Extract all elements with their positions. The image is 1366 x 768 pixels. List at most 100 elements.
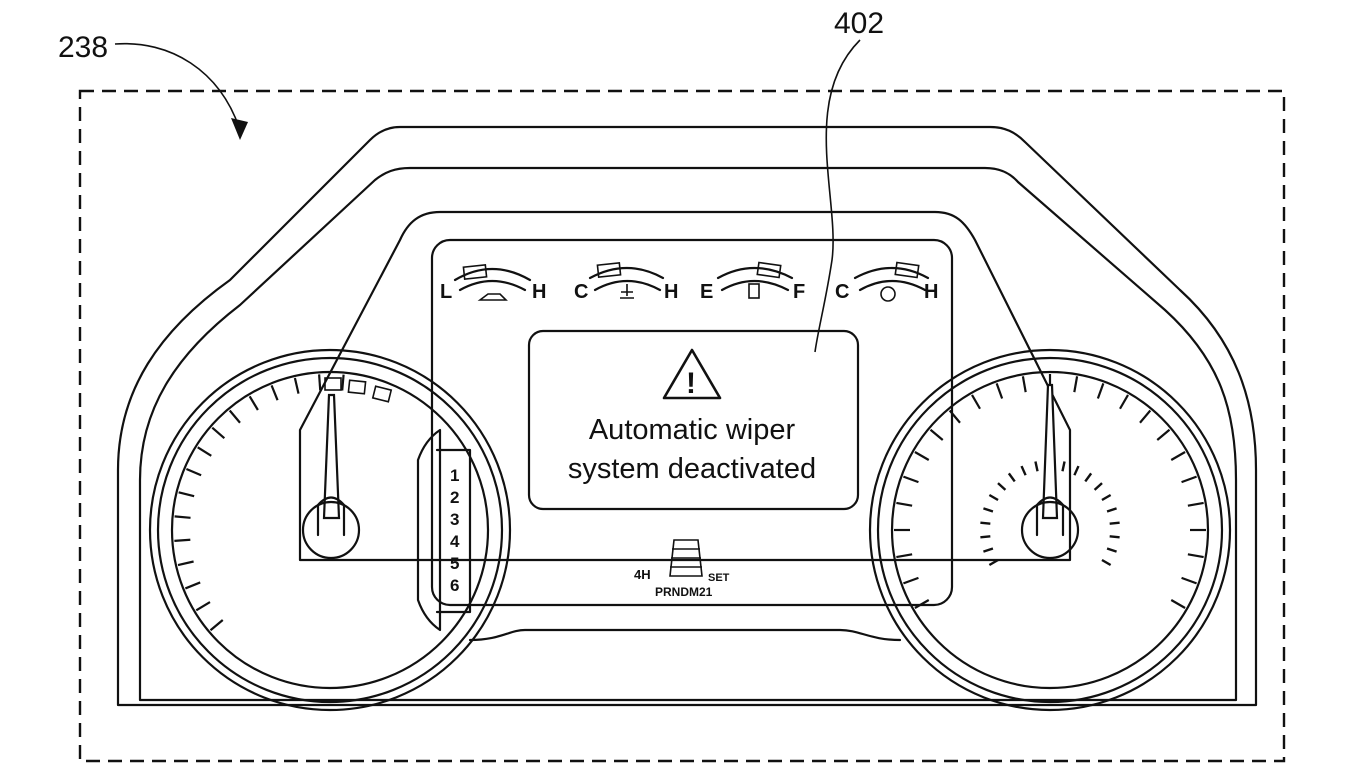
tick-mark (1106, 507, 1117, 513)
oil-can-icon (477, 293, 508, 301)
tick-mark (983, 547, 994, 553)
tick-mark (1156, 428, 1171, 441)
dashed-boundary (78, 89, 1286, 763)
tick-mark (948, 409, 961, 424)
tick-mark (980, 535, 991, 539)
ref-arrowhead-238 (231, 118, 248, 140)
tick-mark (1061, 461, 1066, 472)
cluster-housing-inner (138, 166, 1238, 702)
tick-mark (914, 451, 930, 461)
ref-label-238: 238 (58, 31, 108, 64)
transmission-indicator: 4H SET PRNDM21 (634, 539, 730, 599)
small-gauge-coolant: C H (574, 262, 678, 303)
left-gauge-indicator-2 (347, 379, 367, 395)
ref-leader-402 (814, 39, 861, 353)
small-gauge-fuel: E F (700, 261, 805, 303)
tick-mark (1007, 472, 1016, 483)
fuel-gauge-left-label: E (700, 281, 713, 303)
tick-mark (248, 395, 259, 411)
tick-mark (1084, 472, 1093, 483)
tick-mark (1170, 451, 1186, 461)
message-box (527, 329, 860, 511)
tick-mark (195, 601, 211, 612)
tick-mark (929, 428, 944, 441)
tick-mark (178, 491, 195, 498)
warning-triangle-icon: ! (662, 348, 722, 400)
tick-mark (896, 553, 913, 559)
coolant-gauge-right-label: H (664, 281, 678, 303)
svg-text:!: ! (686, 367, 696, 400)
fuel-pump-icon (748, 283, 760, 299)
gear-number: 6 (450, 576, 459, 595)
tick-mark (1187, 501, 1204, 507)
tick-mark (1109, 521, 1120, 525)
tick-mark (1170, 599, 1186, 609)
left-gauge-ticks (174, 374, 345, 632)
left-gauge-tachometer (148, 348, 512, 712)
ref-arrow-238 (114, 42, 241, 131)
tick-mark (174, 538, 191, 542)
center-display-screen (430, 238, 954, 607)
tick-mark (1119, 394, 1129, 410)
tick-mark (1096, 383, 1105, 399)
tick-mark (1073, 465, 1080, 476)
tick-mark (185, 468, 202, 477)
tick-mark (903, 576, 919, 585)
right-gauge-needle (1041, 383, 1059, 520)
gear-column (416, 428, 442, 632)
tick-mark (1181, 576, 1197, 585)
coolant-temp-icon (620, 284, 634, 299)
tick-mark (988, 493, 999, 502)
tick-mark (983, 507, 994, 513)
tick-mark (184, 581, 201, 590)
tick-mark (1109, 535, 1120, 539)
fuel-gauge-right-label: F (793, 281, 805, 303)
tick-mark (1187, 553, 1204, 559)
gear-numbers: 1 2 3 4 5 6 (450, 466, 460, 595)
display-bezel (298, 210, 1072, 562)
ref-label-402: 402 (834, 7, 884, 40)
tick-mark (1106, 547, 1117, 553)
tick-mark (1139, 409, 1152, 424)
gear-number: 3 (450, 510, 459, 529)
tick-mark (209, 619, 224, 632)
tick-mark (896, 501, 913, 507)
small-gauge-oil-pressure: L H (440, 264, 546, 303)
gear-number: 5 (450, 554, 459, 573)
oil-temp-icon (880, 286, 896, 302)
set-label: SET (708, 572, 730, 584)
tick-mark (1101, 493, 1112, 502)
oil-temp-gauge-left-label: C (835, 281, 849, 303)
display-bezel-lower (468, 628, 902, 642)
gear-bars-icon (669, 539, 703, 577)
oil-temp-gauge-right-label: H (924, 281, 938, 303)
tick-mark (914, 599, 930, 609)
coolant-gauge-left-label: C (574, 281, 588, 303)
small-gauge-oil-temp: C H (835, 261, 938, 303)
tick-mark (1073, 376, 1079, 393)
right-gauge-inner-ticks (980, 460, 1120, 567)
left-gauge-indicator-3 (371, 385, 393, 403)
tick-mark (988, 558, 999, 567)
gear-selector-label: PRNDM21 (655, 585, 713, 599)
tick-mark (980, 521, 991, 525)
tick-mark (341, 374, 345, 391)
gear-number: 4 (450, 532, 460, 551)
tick-mark (997, 482, 1007, 491)
tick-mark (1034, 461, 1039, 472)
cluster-housing-outer (116, 125, 1258, 707)
tick-mark (270, 384, 279, 401)
tick-mark (903, 475, 919, 484)
oil-gauge-right-label: H (532, 281, 546, 303)
oil-gauge-left-label: L (440, 281, 452, 303)
left-gauge-needle (322, 393, 341, 520)
tick-mark (995, 383, 1004, 399)
right-gauge-speedometer (868, 348, 1232, 712)
tick-mark (177, 560, 194, 567)
tick-mark (197, 446, 212, 457)
left-gauge-hub (301, 500, 361, 560)
gear-number: 1 (450, 466, 459, 485)
tick-mark (1020, 465, 1027, 476)
tick-mark (1181, 475, 1197, 484)
